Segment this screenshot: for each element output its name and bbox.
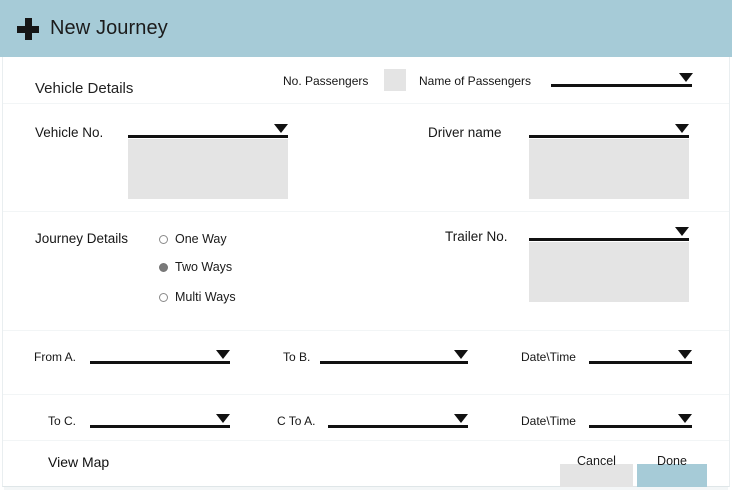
row-divider bbox=[3, 394, 729, 395]
trailer-no-dropdown-list[interactable] bbox=[529, 242, 689, 302]
label-c-to-a: C To A. bbox=[277, 414, 316, 428]
label-date-time-1: Date\Time bbox=[521, 350, 576, 364]
radio-one-way[interactable] bbox=[159, 235, 168, 244]
window-header: New Journey bbox=[0, 0, 732, 57]
row-divider bbox=[3, 211, 729, 212]
label-to-b: To B. bbox=[283, 350, 311, 364]
section-title-vehicle-details: Vehicle Details bbox=[35, 80, 134, 97]
view-map-link[interactable]: View Map bbox=[48, 454, 110, 470]
date-time-1-dropdown[interactable] bbox=[589, 361, 692, 364]
chevron-down-icon[interactable] bbox=[675, 124, 689, 133]
trailer-no-dropdown[interactable] bbox=[529, 238, 689, 241]
radio-label-multi-ways[interactable]: Multi Ways bbox=[175, 290, 236, 304]
label-driver-name: Driver name bbox=[428, 125, 502, 140]
label-to-c: To C. bbox=[48, 414, 77, 428]
done-button[interactable] bbox=[637, 464, 707, 487]
chevron-down-icon[interactable] bbox=[454, 414, 468, 423]
label-from-a: From A. bbox=[34, 350, 77, 364]
chevron-down-icon[interactable] bbox=[679, 73, 693, 82]
done-button-label[interactable]: Done bbox=[657, 454, 687, 468]
chevron-down-icon[interactable] bbox=[678, 350, 692, 359]
radio-label-one-way[interactable]: One Way bbox=[175, 232, 227, 246]
no-passengers-input[interactable] bbox=[384, 69, 406, 91]
chevron-down-icon[interactable] bbox=[678, 414, 692, 423]
to-c-dropdown[interactable] bbox=[90, 425, 230, 428]
sheet-shadow bbox=[4, 487, 728, 490]
label-trailer-no: Trailer No. bbox=[445, 229, 508, 244]
radio-two-ways[interactable] bbox=[159, 263, 168, 272]
label-no-passengers: No. Passengers bbox=[283, 74, 369, 88]
chevron-down-icon[interactable] bbox=[675, 227, 689, 236]
chevron-down-icon[interactable] bbox=[216, 350, 230, 359]
from-a-dropdown[interactable] bbox=[90, 361, 230, 364]
radio-label-two-ways[interactable]: Two Ways bbox=[175, 260, 233, 274]
chevron-down-icon[interactable] bbox=[274, 124, 288, 133]
row-divider bbox=[3, 103, 729, 104]
vehicle-no-dropdown[interactable] bbox=[128, 135, 288, 138]
driver-name-dropdown-list[interactable] bbox=[529, 139, 689, 199]
cancel-button-label[interactable]: Cancel bbox=[577, 454, 616, 468]
to-b-dropdown[interactable] bbox=[320, 361, 468, 364]
chevron-down-icon[interactable] bbox=[454, 350, 468, 359]
radio-multi-ways[interactable] bbox=[159, 293, 168, 302]
vehicle-no-dropdown-list[interactable] bbox=[128, 139, 288, 199]
row-divider bbox=[3, 440, 729, 441]
row-divider bbox=[3, 330, 729, 331]
plus-icon bbox=[17, 17, 39, 40]
c-to-a-dropdown[interactable] bbox=[328, 425, 468, 428]
label-journey-details: Journey Details bbox=[35, 231, 129, 246]
label-vehicle-no: Vehicle No. bbox=[35, 125, 104, 140]
chevron-down-icon[interactable] bbox=[216, 414, 230, 423]
date-time-2-dropdown[interactable] bbox=[589, 425, 692, 428]
cancel-button[interactable] bbox=[560, 464, 633, 487]
driver-name-dropdown[interactable] bbox=[529, 135, 689, 138]
name-of-passengers-dropdown[interactable] bbox=[551, 84, 692, 87]
label-name-of-passengers: Name of Passengers bbox=[419, 74, 532, 88]
page-title: New Journey bbox=[50, 17, 168, 39]
label-date-time-2: Date\Time bbox=[521, 414, 576, 428]
